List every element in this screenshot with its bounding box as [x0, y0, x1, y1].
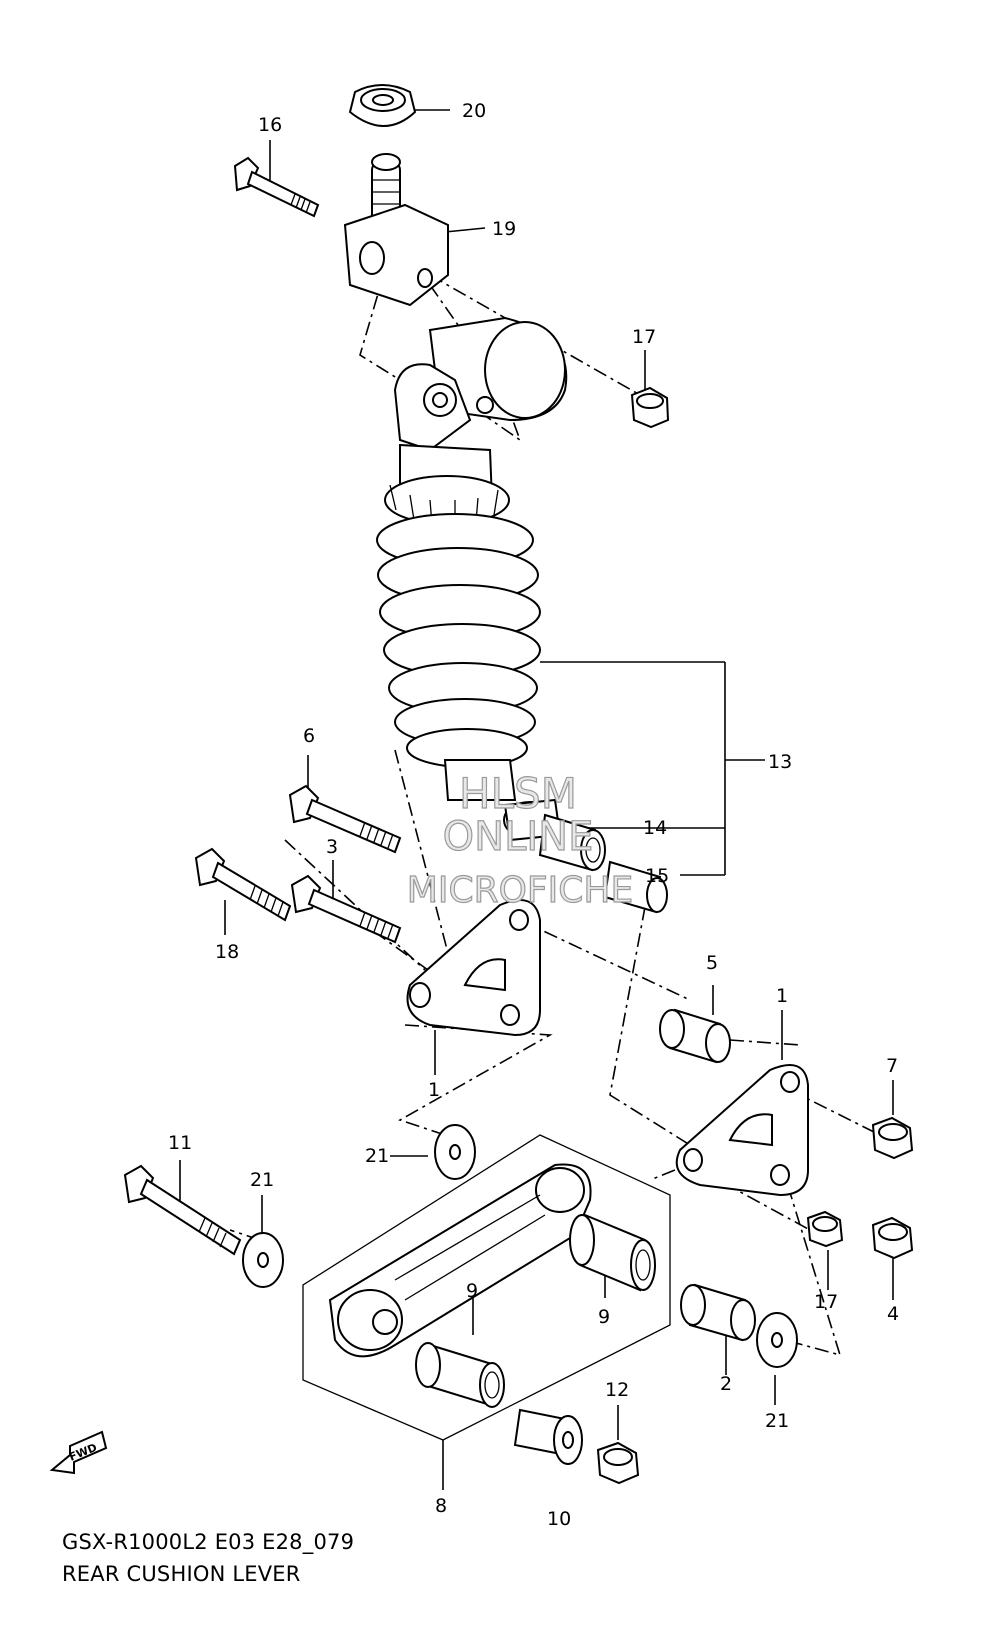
callout-9-lower: 9	[466, 1280, 478, 1302]
spacer-part-5	[659, 1008, 731, 1064]
nut-part-17-lower	[806, 1210, 844, 1248]
bearing-part-9-upper	[569, 1213, 656, 1292]
callout-5: 5	[706, 952, 718, 974]
lever-plate-part-1-right	[675, 1064, 809, 1197]
bearing-part-9-lower	[415, 1342, 505, 1408]
bolt-part-18	[194, 847, 292, 922]
spacer-part-15	[603, 860, 668, 914]
callout-15: 15	[645, 865, 669, 887]
diagram-code: GSX-R1000L2 E03 E28_079	[62, 1530, 355, 1554]
watermark: HLSM ONLINE MICROFICHE	[406, 768, 634, 911]
washer-part-21-right	[756, 1312, 798, 1368]
callout-11: 11	[168, 1132, 192, 1154]
watermark-line-1: HLSM	[459, 769, 577, 818]
collar-part-8	[513, 1408, 583, 1465]
nut-part-4	[871, 1216, 914, 1260]
callout-21-left: 21	[250, 1169, 274, 1191]
callout-20: 20	[462, 100, 486, 122]
callout-17-upper: 17	[632, 326, 656, 348]
watermark-line-2: ONLINE	[443, 814, 594, 860]
callout-16: 16	[258, 114, 282, 136]
callout-10: 10	[547, 1508, 571, 1530]
callout-1-left: 1	[428, 1079, 440, 1101]
shock-absorber-part-13	[376, 316, 568, 842]
washer-part-21-left	[242, 1232, 284, 1288]
callout-14: 14	[643, 817, 667, 839]
clevis-part-19	[343, 153, 449, 307]
callout-19: 19	[492, 218, 516, 240]
bolt-part-16	[233, 156, 320, 218]
bolt-part-3	[290, 874, 402, 944]
callout-3: 3	[326, 836, 338, 858]
nut-part-7	[871, 1116, 914, 1160]
callout-13: 13	[768, 751, 792, 773]
callout-12: 12	[605, 1379, 629, 1401]
watermark-line-3: MICROFICHE	[407, 870, 633, 911]
lever-plate-part-1-left	[406, 899, 541, 1037]
callout-17-lower: 17	[814, 1291, 838, 1313]
callout-2: 2	[720, 1373, 732, 1395]
spacer-part-2	[680, 1283, 756, 1342]
nut-part-12	[596, 1441, 640, 1485]
callout-labels: 20 16 19 17 13 14 15 6 3 18 5 1 1 7 21 1…	[168, 100, 899, 1530]
bushing-part-20	[348, 84, 417, 127]
callout-6: 6	[303, 725, 315, 747]
leader-lines	[149, 109, 894, 1490]
link-arm-part-10	[328, 1163, 592, 1358]
diagram-title: REAR CUSHION LEVER	[62, 1562, 301, 1586]
spring-coils	[376, 513, 541, 768]
callout-4: 4	[887, 1303, 899, 1325]
bolt-part-11	[123, 1164, 242, 1256]
washer-part-21-upper	[434, 1124, 476, 1180]
callout-18: 18	[215, 941, 239, 963]
callout-8: 8	[435, 1495, 447, 1517]
nut-part-17-upper	[630, 386, 670, 429]
fwd-arrow-icon: FWD	[49, 1430, 108, 1475]
callout-9-upper: 9	[598, 1306, 610, 1328]
callout-1-right: 1	[776, 985, 788, 1007]
callout-7: 7	[886, 1055, 898, 1077]
callout-21-right: 21	[765, 1410, 789, 1432]
bearing-part-14	[538, 813, 606, 872]
callout-21-upper: 21	[365, 1145, 389, 1167]
bolt-part-6	[288, 784, 402, 854]
